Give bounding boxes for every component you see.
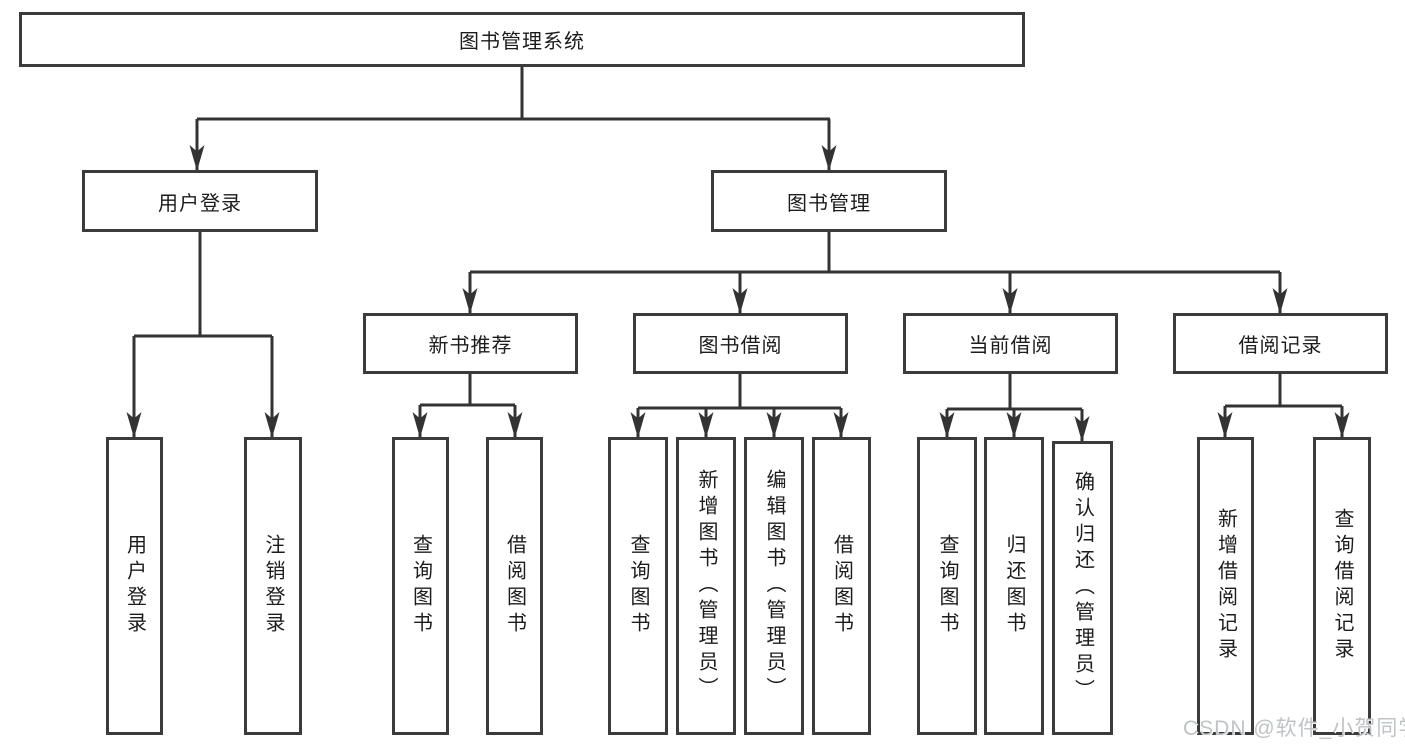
leaf-query-books-recommend: 查询图书 [392, 437, 449, 735]
leaf-edit-books-admin: 编辑图书（管理员） [744, 437, 804, 735]
node-user-login: 用户登录 [82, 170, 318, 232]
leaf-confirm-return-admin: 确认归还（管理员） [1052, 441, 1113, 735]
leaf-add-books-admin-label: 新增图书（管理员） [695, 469, 717, 703]
leaf-borrow-books-recommend: 借阅图书 [486, 437, 543, 735]
node-new-book-recommend-label: 新书推荐 [428, 335, 513, 357]
connector-group-book-management [462, 232, 1288, 314]
node-borrow-records: 借阅记录 [1173, 313, 1388, 374]
leaf-borrow-books-recommend-label: 借阅图书 [503, 534, 526, 638]
leaf-return-books-label: 归还图书 [1003, 534, 1025, 638]
leaf-borrow-books-label: 借阅图书 [830, 534, 853, 638]
connector-group-borrow-records [1217, 374, 1350, 438]
node-library-system-label: 图书管理系统 [459, 31, 585, 53]
leaf-query-borrow-record: 查询借阅记录 [1313, 437, 1371, 735]
csdn-watermark: CSDN @软件_小贺同学 [1183, 717, 1405, 740]
node-new-book-recommend: 新书推荐 [363, 313, 578, 374]
leaf-return-books: 归还图书 [984, 437, 1044, 735]
node-current-borrow: 当前借阅 [903, 313, 1118, 374]
leaf-logout-label: 注销登录 [262, 534, 284, 638]
leaf-user-login: 用户登录 [106, 437, 163, 735]
connector-group-new-book [412, 374, 523, 438]
leaf-edit-books-admin-label: 编辑图书（管理员） [763, 469, 785, 703]
leaf-query-books-current-label: 查询图书 [936, 534, 958, 638]
leaf-query-books-borrow-label: 查询图书 [627, 534, 649, 638]
leaf-user-login-label: 用户登录 [123, 534, 146, 638]
node-library-system: 图书管理系统 [19, 12, 1025, 67]
leaf-borrow-books: 借阅图书 [812, 437, 871, 735]
node-book-management-label: 图书管理 [787, 192, 871, 215]
leaf-add-borrow-record: 新增借阅记录 [1197, 437, 1254, 735]
connector-group-current-borrow [939, 374, 1090, 442]
node-current-borrow-label: 当前借阅 [968, 335, 1053, 357]
node-borrow-records-label: 借阅记录 [1238, 335, 1323, 357]
leaf-add-books-admin: 新增图书（管理员） [676, 437, 736, 735]
node-book-borrow-label: 图书借阅 [698, 335, 783, 357]
leaf-logout: 注销登录 [244, 437, 302, 735]
leaf-query-books-current: 查询图书 [917, 437, 977, 735]
leaf-query-books-borrow: 查询图书 [608, 437, 668, 735]
connector-group-book-borrow [630, 374, 849, 438]
leaf-query-books-recommend-label: 查询图书 [409, 534, 432, 638]
connector-group-user-login [126, 232, 280, 438]
leaf-confirm-return-admin-label: 确认归还（管理员） [1071, 471, 1094, 705]
node-book-borrow: 图书借阅 [633, 313, 848, 374]
connector-group-root [189, 67, 837, 171]
node-user-login-label: 用户登录 [158, 192, 242, 215]
node-book-management: 图书管理 [711, 170, 947, 232]
leaf-query-borrow-record-label: 查询借阅记录 [1331, 508, 1353, 664]
leaf-add-borrow-record-label: 新增借阅记录 [1214, 508, 1237, 664]
